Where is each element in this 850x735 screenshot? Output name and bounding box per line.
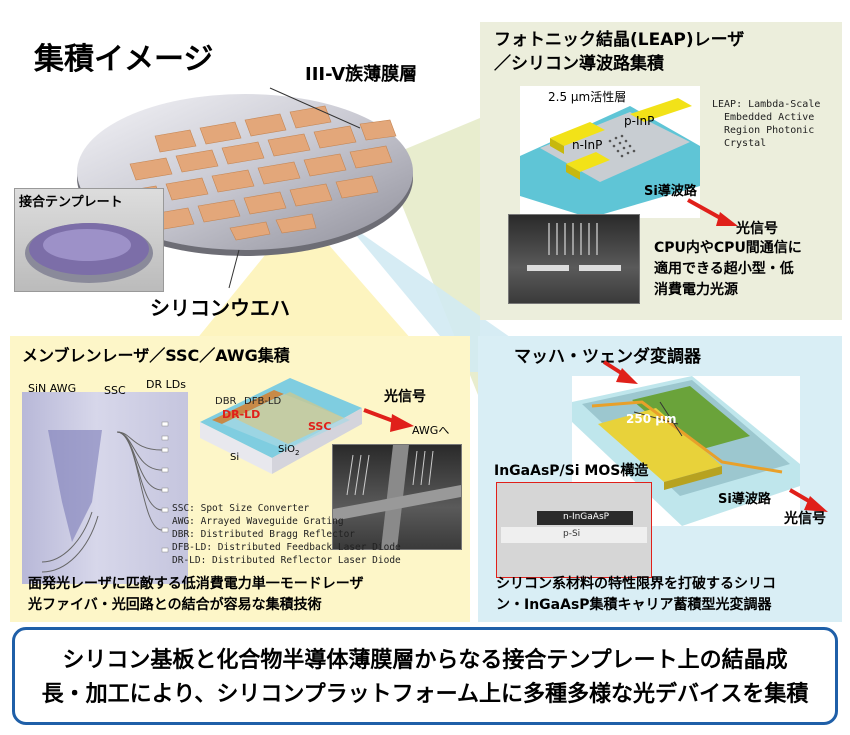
photonic-desc-line: 適用できる超小型・低 <box>654 261 794 277</box>
silicon-pointer <box>228 249 240 289</box>
membrane-sem-pattern <box>333 445 461 549</box>
summary-box: シリコン基板と化合物半導体薄膜層からなる接合テンプレート上の結晶成 長・加工によ… <box>12 627 838 725</box>
n-inp-label: n-InP <box>572 138 603 152</box>
si-label: Si <box>230 452 240 463</box>
dfb-ld-label: DFB-LD <box>244 396 282 407</box>
membrane-note-line: DR-LD: Distributed Reflector Laser Diode <box>172 555 401 566</box>
membrane-note-line: AWG: Arrayed Waveguide Grating <box>172 516 344 527</box>
leap-note-line: Region Photonic Crystal <box>724 125 815 149</box>
membrane-description: 面発光レーザに匹敵する低消費電力単一モードレーザ 光ファイバ・光回路との結合が容… <box>28 574 363 616</box>
leap-device-drawing <box>520 98 700 218</box>
mach-input-arrow-icon <box>602 360 638 384</box>
membrane-panel: メンブレンレーザ／SSC／AWG集積 SiN AWG SSC DR LDs <box>10 336 470 622</box>
membrane-arrow-icon <box>363 408 414 432</box>
membrane-notes: SSC: Spot Size Converter AWG: Arrayed Wa… <box>172 502 401 567</box>
membrane-desc-line: 光ファイバ・光回路との結合が容易な集積技術 <box>28 597 322 613</box>
leap-device-image: 2.5 μm活性層 p-InP n-InP Si導波路 <box>520 86 700 218</box>
membrane-sem-image <box>332 444 462 550</box>
mach-desc-line: ン・InGaAsP集積キャリア蓄積型光変調器 <box>496 597 772 613</box>
p-si-layer <box>501 527 647 543</box>
photonic-arrow-icon <box>687 198 738 226</box>
photonic-heading-line2: ／シリコン導波路集積 <box>494 54 664 74</box>
photonic-heading-line1: フォトニック結晶(LEAP)レーザ <box>494 30 745 50</box>
mach-desc-line: シリコン系材料の特性限界を打破するシリコ <box>496 576 776 592</box>
mach-si-waveguide-label: Si導波路 <box>718 492 771 507</box>
n-ingaasp-layer <box>537 511 633 525</box>
template-label: 接合テンプレート <box>19 195 123 210</box>
photonic-description: CPU内やCPU間通信に 適用できる超小型・低 消費電力光源 <box>654 238 802 301</box>
mos-structure-label: InGaAsP/Si MOS構造 <box>494 463 649 479</box>
mach-device-drawing <box>572 376 800 526</box>
sem-pattern <box>527 223 621 271</box>
membrane-note-line: DFB-LD: Distributed Feedback Laser Diode <box>172 542 401 553</box>
page-title: 集積イメージ <box>34 42 214 77</box>
sio2-label: SiO2 <box>278 444 299 457</box>
template-photo: 接合テンプレート <box>14 188 164 292</box>
leap-note-line: Embedded Active <box>724 112 815 123</box>
awg-image <box>22 392 188 584</box>
p-inp-label: p-InP <box>624 114 655 128</box>
photonic-si-waveguide-label: Si導波路 <box>644 184 697 199</box>
membrane-optical-signal: 光信号 <box>384 389 426 405</box>
summary-line: 長・加工により、シリコンプラットフォーム上に多種多様な光デバイスを集積 <box>41 682 809 707</box>
mach-panel: マッハ・ツェンダ変調器 250 μm Si導波路 光信号 InGaAsP/Si … <box>478 336 842 622</box>
photonic-sem-image <box>508 214 640 304</box>
membrane-heading: メンブレンレーザ／SSC／AWG集積 <box>22 346 290 365</box>
template-disc <box>25 223 153 283</box>
photonic-heading: フォトニック結晶(LEAP)レーザ ／シリコン導波路集積 <box>494 28 744 76</box>
mach-heading: マッハ・ツェンダ変調器 <box>514 347 701 367</box>
photonic-desc-line: CPU内やCPU間通信に <box>654 240 802 256</box>
mach-description: シリコン系材料の特性限界を打破するシリコ ン・InGaAsP集積キャリア蓄積型光… <box>496 574 776 616</box>
leap-note: LEAP: Lambda-Scale Embedded Active Regio… <box>712 98 842 150</box>
sio2-subscript: 2 <box>295 449 300 457</box>
film-layer-label: III-V族薄膜層 <box>305 64 418 85</box>
ssc-small-label: SSC <box>104 384 126 397</box>
photonic-optical-signal: 光信号 <box>736 221 778 237</box>
awg-waveguides <box>41 421 169 573</box>
summary-line: シリコン基板と化合物半導体薄膜層からなる接合テンプレート上の結晶成 <box>62 648 788 673</box>
membrane-desc-line: 面発光レーザに匹敵する低消費電力単一モードレーザ <box>28 576 364 592</box>
mach-sem-image: n-InGaAsP p-Si <box>496 482 652 578</box>
ssc-label: SSC <box>308 420 332 433</box>
sio2-text: SiO <box>278 444 295 455</box>
n-ingaasp-label: n-InGaAsP <box>563 512 610 522</box>
mach-output-arrow-icon <box>788 488 828 512</box>
active-layer-label: 2.5 μm活性層 <box>548 90 627 104</box>
dbr-label: DBR <box>215 396 237 407</box>
photonic-desc-line: 消費電力光源 <box>654 282 738 298</box>
membrane-laser-3d <box>200 378 362 474</box>
photonic-panel: フォトニック結晶(LEAP)レーザ ／シリコン導波路集積 2.5 μm活性層 p… <box>480 22 842 320</box>
sin-awg-label: SiN AWG <box>28 382 77 395</box>
dr-lds-label: DR LDs <box>146 378 186 391</box>
p-si-label: p-Si <box>563 529 581 539</box>
membrane-note-line: DBR: Distributed Bragg Reflector <box>172 529 356 540</box>
leap-note-line: LEAP: Lambda-Scale <box>712 99 821 110</box>
mach-optical-signal: 光信号 <box>784 511 826 527</box>
mach-length-label: 250 μm <box>626 412 677 426</box>
dr-ld-label: DR-LD <box>222 408 261 421</box>
to-awg-label: AWGへ <box>412 424 450 437</box>
membrane-note-line: SSC: Spot Size Converter <box>172 503 310 514</box>
silicon-wafer-label: シリコンウエハ <box>150 296 290 320</box>
